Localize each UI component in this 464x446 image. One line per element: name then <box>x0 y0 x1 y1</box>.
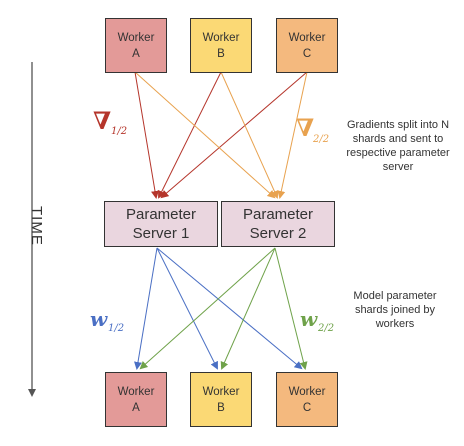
note-line: workers <box>375 318 415 330</box>
worker-id: A <box>132 401 140 414</box>
gradient-2-line-a <box>134 71 276 199</box>
worker-c-bottom: Worker C <box>276 372 338 427</box>
worker-id: C <box>302 47 312 60</box>
server-label-line2: Server 1 <box>132 225 190 242</box>
worker-c-top: Worker C <box>276 18 338 73</box>
weight-2-line-c <box>274 247 308 370</box>
weight-2-line-b <box>220 247 276 370</box>
server-label-line1: Parameter <box>125 206 197 223</box>
worker-label: Worker <box>117 385 155 398</box>
worker-id: B <box>217 47 225 60</box>
weight-2-symbol: w <box>300 307 318 331</box>
worker-label: Worker <box>117 31 155 44</box>
weight-2-subscript: 2/2 <box>318 323 335 334</box>
weight-1-line-a <box>134 247 158 370</box>
worker-id: C <box>302 401 312 414</box>
weight-1-symbol: w <box>90 307 108 331</box>
gradient-1-symbol: ∇ <box>93 106 112 135</box>
worker-id: B <box>217 401 225 414</box>
note-line: Model parameter <box>353 290 437 302</box>
worker-label: Worker <box>288 31 326 44</box>
parameter-server-1: Parameter Server 1 <box>104 201 218 247</box>
worker-label: Worker <box>202 385 240 398</box>
gradient-1-line-c <box>160 71 308 199</box>
worker-a-top: Worker A <box>105 18 167 73</box>
note-line: Gradients split into N <box>346 119 450 131</box>
weight-1-line-c <box>156 247 303 370</box>
worker-a-bottom: Worker A <box>105 372 167 427</box>
note-line: respective parameter <box>346 147 450 159</box>
note-line: server <box>382 161 414 173</box>
gradient-1-line-a <box>134 71 159 199</box>
weight-1-subscript: 1/2 <box>108 323 125 334</box>
gradient-1-line-b <box>158 71 222 199</box>
weight-2-line-a <box>139 247 276 370</box>
parameter-server-2: Parameter Server 2 <box>221 201 335 247</box>
worker-b-top: Worker B <box>190 18 252 73</box>
worker-b-bottom: Worker B <box>190 372 252 427</box>
gradients-note: Gradients split into N shards and sent t… <box>336 118 460 174</box>
gradient-2-symbol: ∇ <box>296 113 315 142</box>
gradient-2-subscript: 2/2 <box>313 134 330 145</box>
server-label-line2: Server 2 <box>249 225 307 242</box>
note-line: shards and sent to <box>352 133 444 145</box>
model-note: Model parameter shards joined by workers <box>340 289 450 331</box>
server-label-line1: Parameter <box>242 206 314 223</box>
worker-label: Worker <box>288 385 326 398</box>
worker-id: A <box>132 47 140 60</box>
gradient-2-line-b <box>220 71 279 199</box>
gradient-1-subscript: 1/2 <box>111 126 128 137</box>
worker-label: Worker <box>202 31 240 44</box>
weight-1-line-b <box>156 247 218 370</box>
note-line: shards joined by <box>354 304 436 316</box>
gradient-2-line-c <box>277 71 308 199</box>
time-label: TIME <box>28 206 45 246</box>
